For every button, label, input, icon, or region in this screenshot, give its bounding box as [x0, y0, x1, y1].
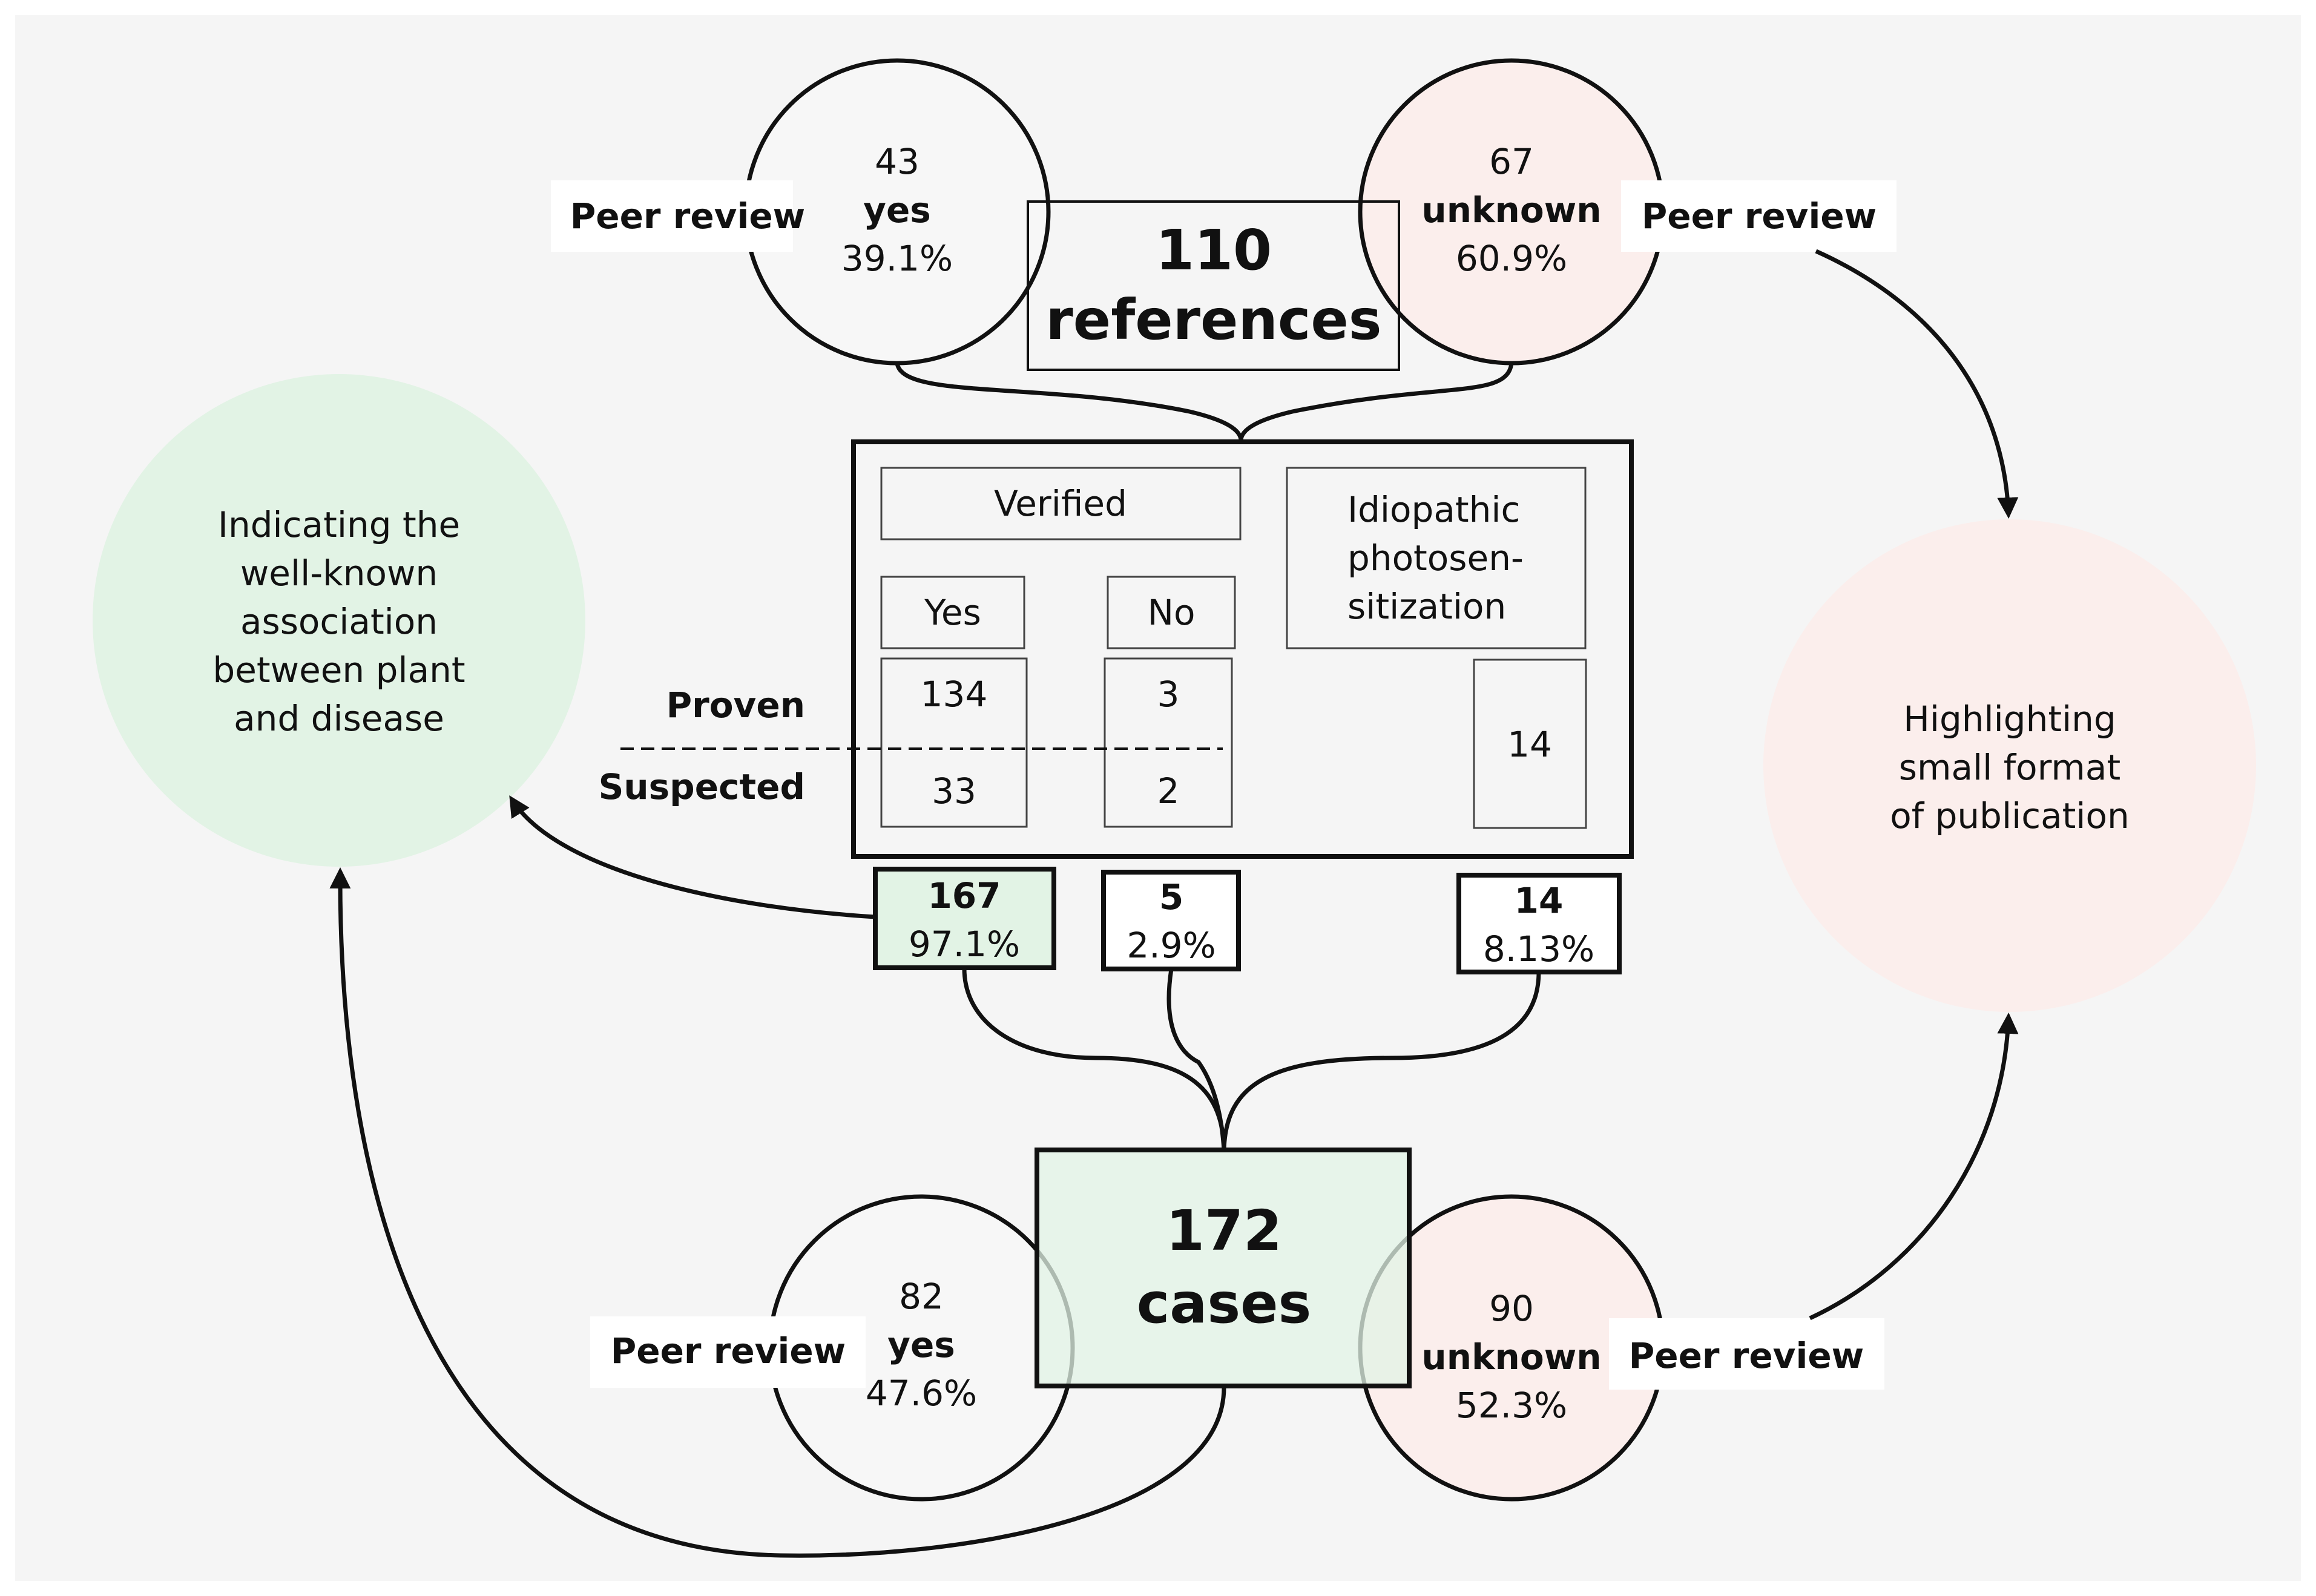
total-yes-box: [873, 867, 1056, 970]
yes-suspected-value: 33: [932, 770, 976, 812]
references-unknown-pct: 60.9%: [1456, 238, 1567, 279]
verified-header-box: [880, 467, 1242, 540]
idiopathic-value: 14: [1507, 724, 1552, 765]
references-yes-pct: 39.1%: [841, 238, 953, 279]
arrow-cases-to-left-note: [329, 867, 1226, 1558]
yes-header-box: [880, 576, 1025, 649]
note-left-line-3: association: [240, 601, 438, 642]
idiopathic-values-box: [1473, 658, 1587, 829]
cases-yes-label: yes: [887, 1324, 955, 1365]
references-unknown-peer-badge: [1621, 180, 1897, 252]
note-left-line-1: Indicating the: [218, 504, 460, 545]
suspected-label: Suspected: [599, 766, 805, 807]
no-total-connector: [1166, 968, 1226, 1151]
arrow-yes-total-to-left-note: [509, 795, 876, 919]
cases-box: [1035, 1148, 1412, 1388]
no-suspected-value: 2: [1157, 770, 1180, 812]
references-unknown-count: 67: [1489, 141, 1534, 182]
note-right-line-2: small format: [1899, 747, 2120, 788]
note-right-line-3: of publication: [1890, 795, 2130, 836]
idiopathic-header-line-3: sitization: [1347, 586, 1506, 627]
note-right-line-1: Highlighting: [1903, 698, 2116, 740]
note-right-circle: [1763, 519, 2256, 1012]
cases-yes-count: 82: [899, 1276, 944, 1317]
references-yes-label: yes: [863, 189, 931, 231]
total-no-count: 5: [1159, 876, 1183, 918]
cases-yes-pct: 47.6%: [866, 1373, 977, 1414]
references-unknown-peer-label: Peer review: [1642, 195, 1877, 237]
no-header-box: [1107, 576, 1236, 649]
idiopathic-header-box: [1286, 467, 1587, 649]
total-no-box: [1101, 870, 1241, 971]
cases-unknown-peer-label: Peer review: [1629, 1335, 1864, 1376]
idiopathic-header-line-2: photosen-: [1347, 537, 1524, 579]
total-no-pct: 2.9%: [1127, 925, 1216, 966]
cases-unknown-pct: 52.3%: [1456, 1385, 1567, 1426]
arrow-references-unknown-to-right-note: [1815, 249, 2019, 519]
arrow-cases-unknown-to-right-note: [1809, 1013, 2019, 1321]
cases-label: cases: [1137, 1271, 1312, 1336]
total-yes-pct: 97.1%: [909, 924, 1020, 965]
references-label: references: [1045, 287, 1381, 352]
idiopathic-header-line-1: Idiopathic: [1347, 489, 1520, 530]
yes-values-box: [880, 657, 1028, 828]
total-idiopathic-count: 14: [1515, 880, 1564, 921]
cases-unknown-count: 90: [1489, 1288, 1534, 1329]
verified-header: Verified: [994, 483, 1127, 524]
total-yes-count: 167: [927, 875, 1001, 916]
no-proven-value: 3: [1157, 674, 1180, 715]
note-left-line-2: well-known: [240, 553, 438, 594]
cases-yes-peer-badge: [590, 1316, 866, 1388]
yes-header: Yes: [924, 592, 981, 633]
references-box: [1027, 200, 1400, 371]
cases-unknown-label: unknown: [1421, 1336, 1601, 1378]
yes-proven-value: 134: [921, 674, 988, 715]
note-left-circle: [93, 374, 585, 867]
cases-yes-peer-label: Peer review: [611, 1330, 846, 1371]
references-yes-count: 43: [875, 141, 919, 182]
note-left-line-4: between plant: [212, 649, 465, 691]
references-unknown-label: unknown: [1421, 189, 1601, 231]
verification-table-frame: [851, 439, 1634, 859]
references-count: 110: [1156, 218, 1272, 283]
cases-count: 172: [1166, 1198, 1282, 1263]
references-brace-connector: [895, 363, 1514, 441]
references-yes-peer-badge: [551, 180, 793, 252]
references-yes-peer-label: Peer review: [570, 195, 806, 237]
no-header: No: [1148, 592, 1196, 633]
cases-unknown-peer-badge: [1609, 1318, 1884, 1390]
total-idiopathic-pct: 8.13%: [1483, 928, 1594, 970]
no-values-box: [1104, 657, 1233, 828]
note-left-line-5: and disease: [234, 698, 444, 739]
proven-label: Proven: [666, 685, 805, 726]
